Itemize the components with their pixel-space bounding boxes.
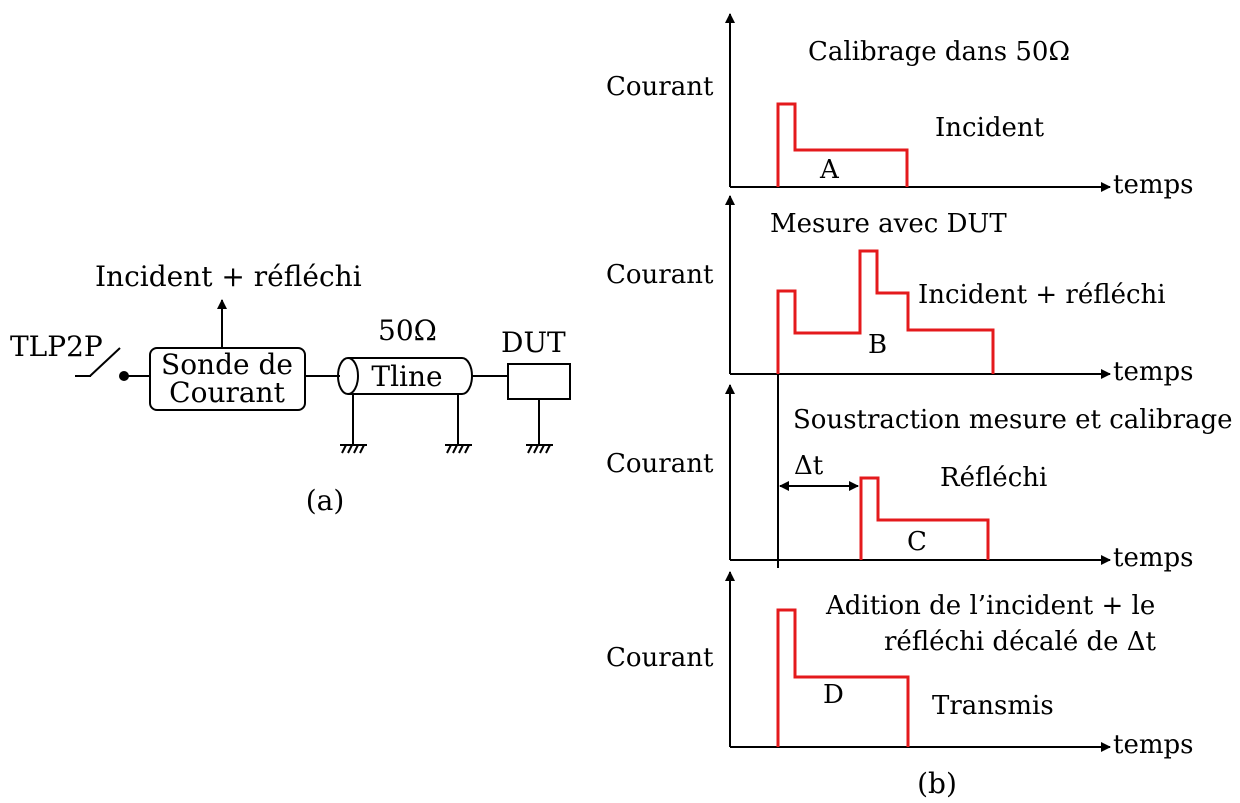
y-axis-label: Courant	[606, 260, 714, 290]
caption-a: (a)	[306, 484, 345, 517]
pulse-letter: A	[819, 155, 840, 185]
tline-label: Tline	[371, 360, 442, 393]
ground-hatch-right	[527, 444, 551, 454]
incident-reflected-pulse	[776, 249, 995, 374]
panel-calibration: Courant temps Calibrage dans 50Ω Inciden…	[606, 13, 1193, 200]
circuit-diagram: TLP2P Sonde de Courant Incident + réfléc…	[10, 260, 571, 517]
ground-hatch-left	[341, 444, 365, 454]
panel-title: Soustraction mesure et calibrage	[793, 405, 1233, 435]
panel-subtraction: Courant temps Soustraction mesure et cal…	[606, 374, 1233, 573]
x-axis-label: temps	[1113, 543, 1193, 573]
signal-label: Transmis	[932, 691, 1054, 721]
source-label: TLP2P	[10, 330, 103, 363]
current-probe-box	[149, 347, 306, 411]
pulse-letter: B	[868, 330, 887, 360]
probe-output-label: Incident + réfléchi	[95, 260, 362, 293]
y-axis-label: Courant	[606, 72, 714, 102]
panel-title: Mesure avec DUT	[770, 209, 1007, 239]
incident-pulse	[776, 102, 909, 187]
dut-label: DUT	[501, 326, 566, 359]
tline-impedance-label: 50Ω	[378, 314, 437, 347]
transmitted-pulse	[776, 608, 910, 747]
panel-addition: Courant temps Adition de l’incident + le…	[606, 571, 1193, 760]
y-axis-label: Courant	[606, 643, 714, 673]
x-axis-label: temps	[1113, 357, 1193, 387]
signal-label: Réfléchi	[940, 463, 1047, 493]
pulse-letter: D	[823, 680, 844, 710]
tline-end-left	[337, 357, 359, 395]
panel-title-line2: réfléchi décalé de Δt	[884, 627, 1157, 657]
dut-box	[507, 363, 571, 400]
panel-title: Calibrage dans 50Ω	[808, 37, 1070, 67]
ground-hatch-middle	[446, 444, 470, 454]
x-axis-label: temps	[1113, 170, 1193, 200]
probe-label-line2: Courant	[169, 376, 285, 409]
switch-blade	[89, 347, 121, 377]
y-axis-label: Courant	[606, 449, 714, 479]
pulse-letter: C	[907, 527, 927, 557]
signal-label: Incident	[935, 113, 1045, 143]
probe-label-line1: Sonde de	[161, 348, 293, 381]
waveform-panels: Courant temps Calibrage dans 50Ω Inciden…	[606, 13, 1233, 800]
reflected-pulse	[859, 476, 990, 560]
panel-measurement: Courant temps Mesure avec DUT Incident +…	[606, 195, 1193, 387]
caption-b: (b)	[917, 767, 957, 800]
panel-title-line1: Adition de l’incident + le	[825, 591, 1155, 621]
signal-label: Incident + réfléchi	[918, 280, 1166, 310]
delta-t-label: Δt	[794, 451, 824, 481]
x-axis-label: temps	[1113, 730, 1193, 760]
